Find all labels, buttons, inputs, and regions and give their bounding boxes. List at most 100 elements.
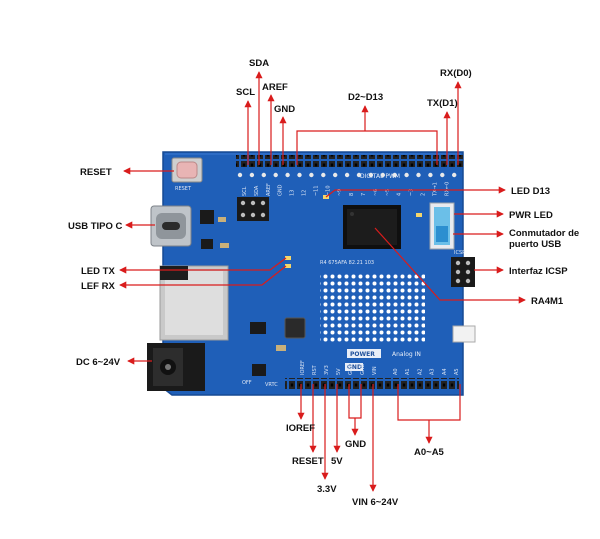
pin-pad [455, 260, 461, 266]
pin-pad [465, 269, 471, 275]
callout-labels: SDA SCL AREF GND D2~D13 RX(D0) TX(D1) RE… [68, 58, 579, 508]
pwr-led-indicator [416, 213, 422, 217]
pin-pad [260, 212, 266, 218]
pin-pad [285, 172, 290, 178]
top-pin-label: 12 [302, 190, 308, 196]
pin-pad [404, 172, 409, 178]
top-pin-label: AREF [266, 183, 272, 196]
arrow-led-rx [119, 265, 287, 289]
label-reset-bottom: RESET [292, 456, 324, 467]
icsp-pins [455, 260, 471, 284]
top-pin-label: SDA [254, 185, 260, 196]
pin-pad [250, 200, 256, 206]
pin-pad [455, 278, 461, 284]
off-silk: OFF [242, 380, 252, 386]
top-pin-label: 8 [349, 193, 355, 196]
power-silk: POWER [350, 351, 375, 358]
label-5v: 5V [331, 456, 343, 467]
gnd-silk: GND [347, 364, 362, 371]
label-pwr-led: PWR LED [509, 210, 553, 221]
pin-pad [428, 172, 433, 178]
label-reset-top: RESET [80, 167, 112, 178]
top-pin-label: 13 [290, 190, 296, 196]
vrtc-silk: VRTC [265, 382, 278, 388]
gnd-silk-box: GND [345, 363, 363, 371]
bottom-pin-label: 3V3 [324, 365, 330, 375]
reset-silk: RESET [175, 186, 192, 192]
aux-header [237, 197, 269, 221]
pin-pad [455, 269, 461, 275]
arrow-mcu [374, 227, 526, 304]
top-pin-label: 7 [361, 193, 367, 196]
led-rx-indicator [285, 264, 291, 268]
pin-pad [356, 172, 362, 178]
callout-arrows [119, 71, 526, 492]
icsp-silk: ICSP [454, 250, 465, 256]
aux-header-pins [240, 200, 266, 218]
pin-pad [440, 172, 445, 178]
label-sda: SDA [249, 58, 269, 69]
bottom-pin-label: GND [348, 363, 354, 375]
arrow-led-tx [119, 257, 287, 274]
pin-pad [250, 212, 256, 218]
top-pin-label: ~10 [325, 185, 331, 196]
label-usb: USB TIPO C [68, 221, 123, 232]
top-pin-label: GND [278, 184, 284, 196]
label-led-tx: LED TX [81, 266, 115, 277]
label-dc: DC 6~24V [76, 357, 121, 368]
icsp-header [451, 257, 475, 287]
led-matrix [320, 272, 425, 344]
pin-pad [309, 172, 314, 178]
capacitor [276, 345, 286, 351]
bottom-pin-header [285, 378, 459, 390]
bottom-pin-label: A3 [430, 368, 436, 375]
label-icsp: Interfaz ICSP [509, 266, 568, 277]
pin-pad [416, 172, 421, 178]
mcu-chip [343, 205, 401, 249]
label-usb-switch-1: Conmutador de [509, 228, 579, 239]
arrow-led-d13 [325, 186, 506, 198]
bottom-pin-label: GND [360, 363, 366, 375]
top-pin-label: ~3 [409, 189, 415, 196]
label-led-rx: LEF RX [81, 281, 115, 292]
label-gnd-bottom: GND [345, 439, 366, 450]
bottom-pin-label: A5 [454, 368, 460, 375]
power-ic [250, 322, 266, 334]
reset-button[interactable] [171, 157, 203, 183]
bottom-pin-label: A2 [417, 368, 423, 375]
usb-switch[interactable] [429, 202, 455, 250]
bottom-pin-label: VIN [372, 366, 378, 375]
smd-part [220, 243, 229, 248]
label-ioref: IOREF [286, 423, 315, 434]
inductor [284, 317, 306, 339]
label-scl: SCL [236, 87, 255, 98]
top-pin-label: SCL [242, 186, 248, 196]
dc-barrel-jack [147, 343, 205, 391]
usb-ic [200, 210, 214, 224]
top-pin-label: 4 [397, 193, 403, 196]
top-pin-label: RX←0 [444, 182, 450, 196]
pin-pad [297, 172, 302, 178]
label-led-d13: LED D13 [511, 186, 550, 197]
top-pin-label: 2 [421, 193, 427, 196]
pin-pad [465, 260, 471, 266]
chip-code: R4 675AFA 82.21 103 [320, 260, 374, 266]
pin-pad [240, 200, 246, 206]
label-d2-d13: D2~D13 [348, 92, 383, 103]
pin-pad [344, 172, 350, 178]
bottom-pin-label: A0 [393, 368, 399, 375]
label-aref: AREF [262, 82, 288, 93]
board: RESET [147, 151, 476, 396]
qwiic-connector [452, 325, 476, 343]
regulator-ic [201, 239, 213, 249]
wifi-module [159, 265, 229, 341]
pin-pad [452, 172, 457, 178]
pin-pad [333, 172, 338, 178]
top-pin-label: ~6 [373, 189, 379, 196]
pin-pad [260, 200, 266, 206]
top-pin-dots [237, 172, 457, 178]
bracket-d2-d13 [296, 130, 438, 165]
label-tx: TX(D1) [427, 98, 458, 109]
top-pin-label: ~11 [313, 185, 319, 196]
